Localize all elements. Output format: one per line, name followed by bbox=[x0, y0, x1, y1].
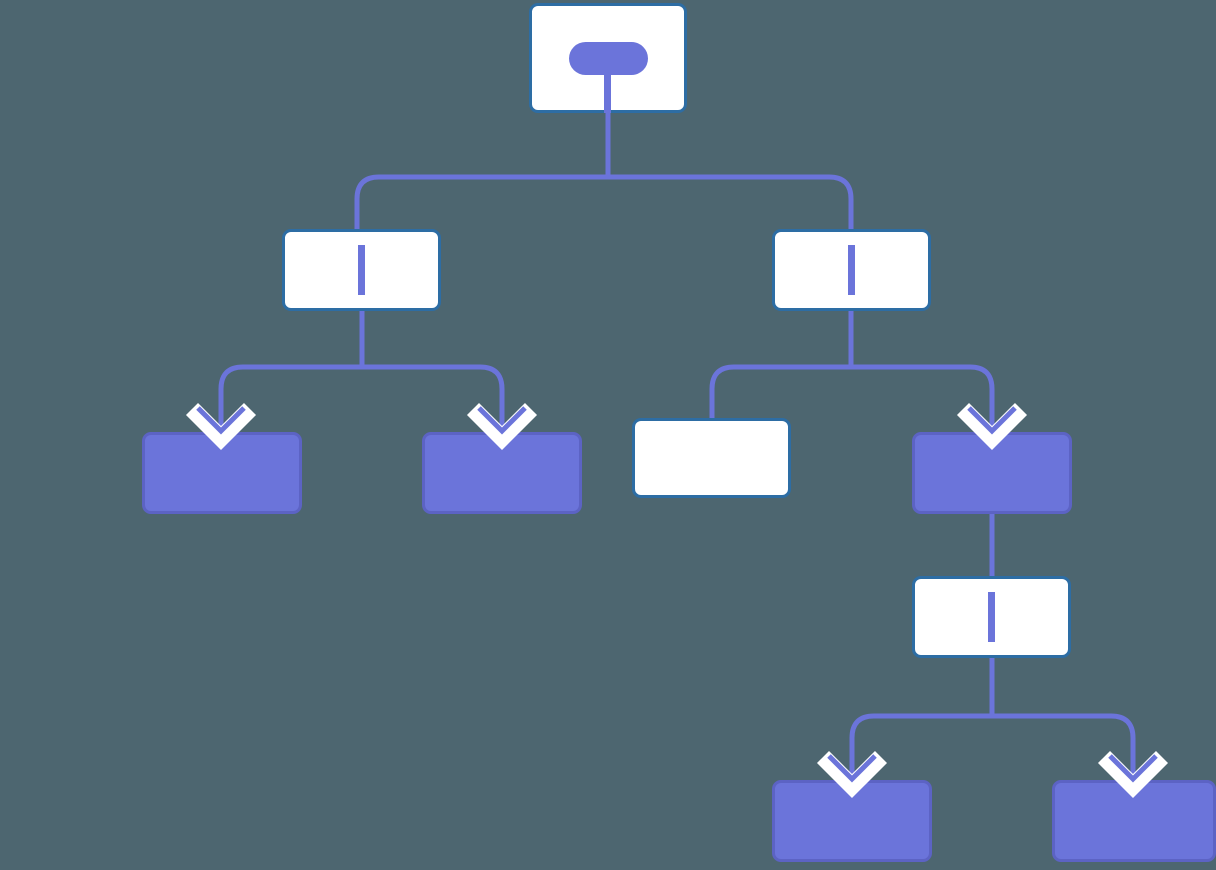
level3-white-leaf[interactable] bbox=[632, 418, 791, 498]
edges-group bbox=[218, 113, 1136, 782]
level2-left-node-inner-stem bbox=[358, 245, 365, 295]
root-node-inner-stem bbox=[604, 60, 611, 113]
edge-level4-to-leaf-b[interactable] bbox=[989, 658, 1136, 782]
level5-leaf-a[interactable] bbox=[772, 780, 932, 862]
edge-level2-right-to-branch[interactable] bbox=[848, 311, 995, 434]
edge-root-to-level2-right[interactable] bbox=[605, 113, 854, 229]
edge-level4-to-leaf-a[interactable] bbox=[849, 658, 995, 782]
level3-leaf-a[interactable] bbox=[142, 432, 302, 514]
edge-level2-right-to-white-leaf[interactable] bbox=[709, 311, 854, 418]
level3-branch-node[interactable] bbox=[912, 432, 1072, 514]
level2-right-node-inner-stem bbox=[848, 245, 855, 295]
edge-level2-left-to-leaf-a[interactable] bbox=[218, 311, 365, 434]
root-pill-badge[interactable] bbox=[569, 42, 648, 75]
level4-white-node-inner-stem bbox=[988, 592, 995, 642]
edge-level2-left-to-leaf-b[interactable] bbox=[359, 311, 505, 434]
level5-leaf-b[interactable] bbox=[1052, 780, 1216, 862]
level3-leaf-b[interactable] bbox=[422, 432, 582, 514]
